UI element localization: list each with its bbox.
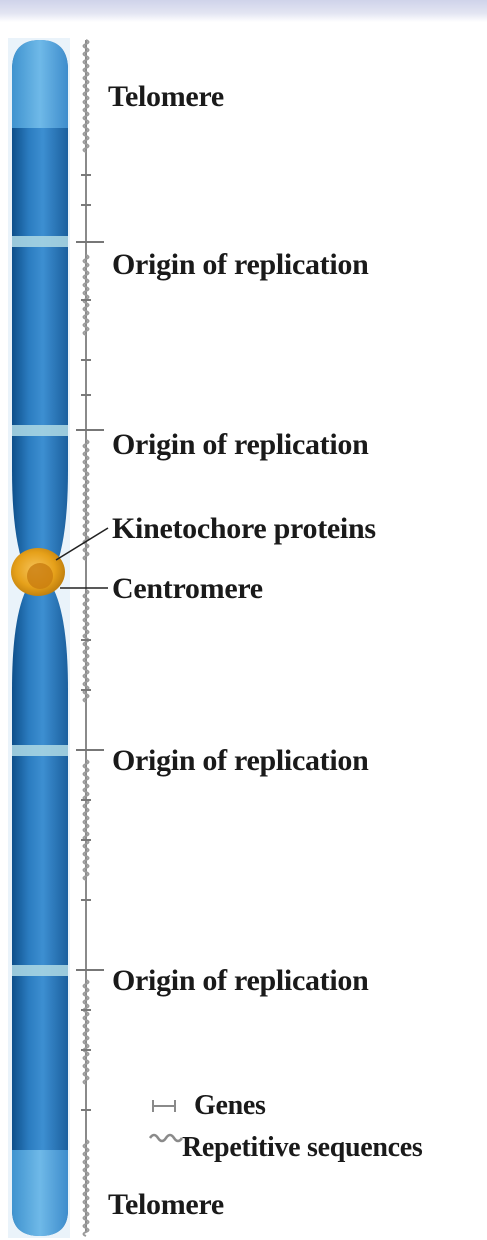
- origin-label-2: Origin of replication: [112, 430, 368, 460]
- centromere-label: Centromere: [112, 574, 263, 604]
- genes-legend-icon: [152, 1100, 176, 1112]
- origin-band-4: [12, 965, 68, 976]
- origin-label-3: Origin of replication: [112, 746, 368, 776]
- telomere-top-label: Telomere: [108, 82, 224, 112]
- kinetochore-label: Kinetochore proteins: [112, 514, 376, 544]
- centromere-core: [27, 563, 53, 589]
- origin-label-1: Origin of replication: [112, 250, 368, 280]
- telomere-bottom-cap: [12, 1150, 68, 1236]
- telomere-top-cap: [12, 40, 68, 128]
- repetitive-sequence-segment: [84, 40, 89, 152]
- origin-band-1: [12, 236, 68, 247]
- legend-repetitive-label: Repetitive sequences: [182, 1134, 423, 1162]
- origin-label-4: Origin of replication: [112, 966, 368, 996]
- legend-genes-label: Genes: [194, 1092, 266, 1120]
- origin-band-3: [12, 745, 68, 756]
- repetitive-sequence-segment: [84, 590, 89, 702]
- origin-band-2: [12, 425, 68, 436]
- repetitive-sequence-segment: [84, 255, 89, 335]
- repetitive-legend-icon: [150, 1135, 182, 1141]
- chromosome-lower-arm: [12, 590, 68, 1236]
- repetitive-sequence-segment: [84, 980, 89, 1084]
- telomere-bottom-label: Telomere: [108, 1190, 224, 1220]
